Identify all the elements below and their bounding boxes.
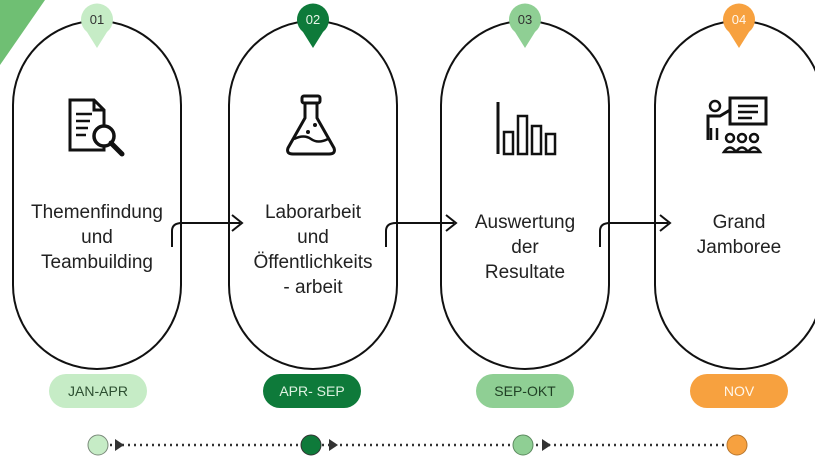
stage-2-title-line: Öffentlichkeits (253, 252, 373, 273)
connector-arrow (599, 214, 672, 247)
presentation-icon (706, 96, 768, 154)
stage-1-title-line: Teambuilding (41, 252, 153, 273)
timeline-arrowhead (115, 439, 124, 451)
stage-4-pin: 04 (719, 0, 759, 50)
stage-2-title-line: - arbeit (283, 277, 343, 298)
timeline-dot-4 (726, 434, 748, 456)
stage-3-title-line: der (511, 237, 539, 258)
stage-4-pill (654, 20, 815, 370)
stage-3-pill (440, 20, 610, 370)
stage-1-title-line: und (81, 227, 113, 248)
stage-1-title: Themenfindung und Teambuilding (14, 200, 180, 275)
connector-arrow (385, 214, 458, 247)
stage-3-date-badge: SEP-OKT (476, 374, 574, 408)
stage-1-number: 01 (89, 12, 105, 27)
stage-2-title-line: und (297, 227, 329, 248)
stage-3-title-line: Auswertung (474, 212, 576, 233)
stage-4-title: Grand Jamboree (656, 210, 815, 260)
timeline-arrowhead (329, 439, 338, 451)
corner-decoration (0, 0, 45, 65)
stage-2-pill (228, 20, 398, 370)
connector-arrow (171, 214, 244, 247)
stage-4-title-line: Jamboree (696, 237, 782, 258)
stage-2-title: Laborarbeit und Öffentlichkeits - arbeit (230, 200, 396, 300)
stage-2-number: 02 (305, 12, 321, 27)
stage-1-title-line: Themenfindung (30, 202, 164, 223)
timeline-arrowhead (542, 439, 551, 451)
stage-3-number: 03 (517, 12, 533, 27)
stage-1-pin: 01 (77, 0, 117, 50)
stage-4-date-badge: NOV (690, 374, 788, 408)
stage-1-pill (12, 20, 182, 370)
stage-3-pin: 03 (505, 0, 545, 50)
flask-icon (286, 94, 336, 156)
stage-2-title-line: Laborarbeit (264, 202, 362, 223)
timeline-dot-1 (87, 434, 109, 456)
stage-4-title-line: Grand (712, 212, 766, 233)
stage-4-number: 04 (731, 12, 747, 27)
timeline-dot-2 (300, 434, 322, 456)
stage-3-title: Auswertung der Resultate (442, 210, 608, 285)
stage-2-pin: 02 (293, 0, 333, 50)
stage-2-date-badge: APR- SEP (263, 374, 361, 408)
document-search-icon (68, 98, 125, 157)
stage-3-title-line: Resultate (484, 262, 566, 283)
timeline-dot-3 (512, 434, 534, 456)
bar-chart-icon (496, 102, 557, 156)
stage-1-date-badge: JAN-APR (49, 374, 147, 408)
timeline (87, 434, 748, 456)
